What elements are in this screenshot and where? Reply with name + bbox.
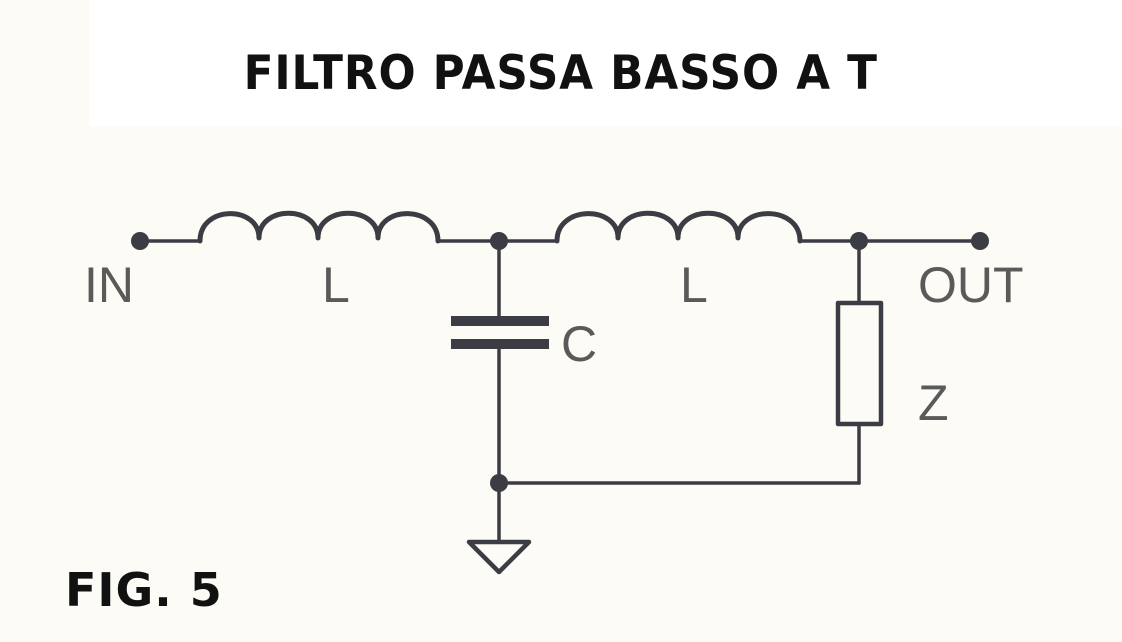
figure-label: FIG. 5 xyxy=(65,563,223,617)
inductor-2-icon xyxy=(554,210,803,244)
ground-icon xyxy=(466,539,532,575)
output-terminal xyxy=(971,232,989,250)
input-label: IN xyxy=(84,257,134,313)
title-box xyxy=(89,0,1122,126)
capacitor-icon xyxy=(451,316,549,349)
page-title: FILTRO PASSA BASSO A T xyxy=(243,46,878,101)
load-label: Z xyxy=(918,375,949,431)
load-impedance-icon xyxy=(835,300,884,427)
output-node xyxy=(850,232,868,250)
input-terminal xyxy=(131,232,149,250)
inductor-1-label: L xyxy=(322,257,350,313)
ground-node xyxy=(490,474,508,492)
center-node xyxy=(490,232,508,250)
capacitor-label: C xyxy=(561,316,597,372)
inductor-2-label: L xyxy=(680,257,708,313)
inductor-1-icon xyxy=(197,210,441,244)
output-label: OUT xyxy=(918,257,1024,313)
